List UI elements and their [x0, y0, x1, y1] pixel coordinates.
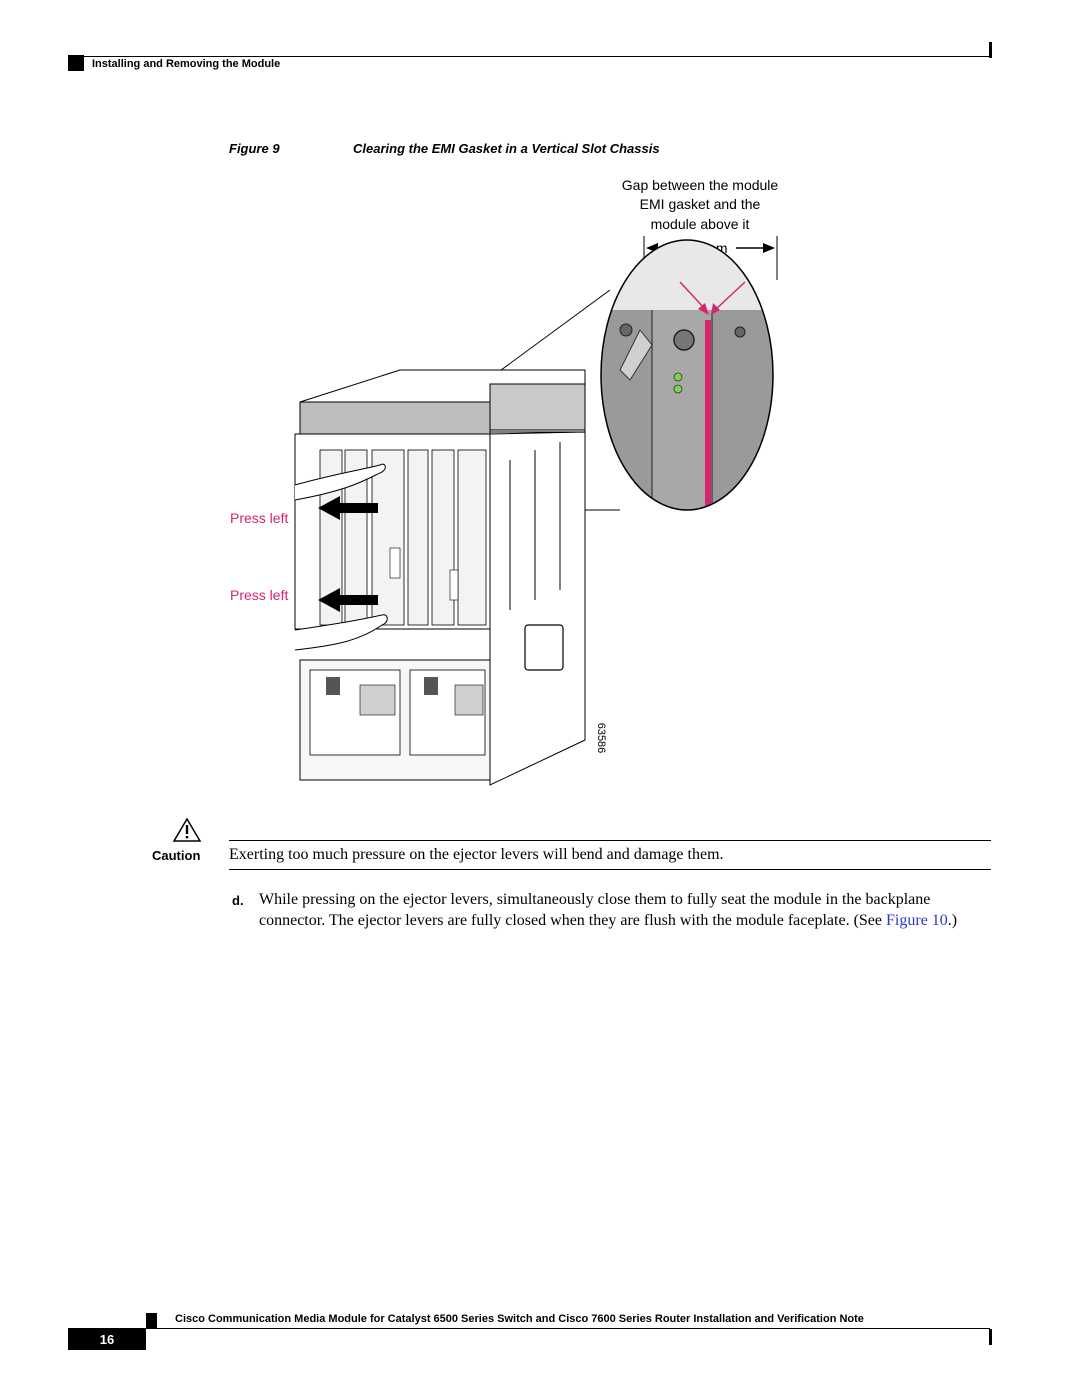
- figure-10-link[interactable]: Figure 10: [886, 912, 948, 929]
- art-number: 63586: [595, 723, 607, 754]
- chassis: [294, 369, 586, 786]
- footer-corner-mark: [989, 1329, 992, 1345]
- header-marker: [68, 55, 84, 71]
- magnified-detail: [600, 239, 774, 511]
- caution-icon: [172, 817, 202, 842]
- step-body: While pressing on the ejector levers, si…: [259, 891, 931, 929]
- page-number: 16: [68, 1329, 146, 1350]
- step-text: While pressing on the ejector levers, si…: [259, 889, 979, 931]
- gap-callout-line-1: Gap between the module: [622, 177, 779, 193]
- header-corner-mark: [989, 42, 992, 58]
- step-tail: .): [947, 912, 958, 929]
- footer-marker: [146, 1313, 157, 1329]
- caution-rule-top: [229, 840, 991, 841]
- gap-callout-line-3: module above it: [651, 216, 750, 232]
- caution-label: Caution: [152, 848, 201, 863]
- press-left-arrow-2: [318, 588, 378, 612]
- chassis-illustration: Gap between the module EMI gasket and th…: [230, 177, 779, 786]
- footer-rule: [68, 1328, 990, 1329]
- figure-label: Figure 9: [229, 141, 280, 156]
- header-rule: [68, 56, 990, 57]
- caution-text: Exerting too much pressure on the ejecto…: [229, 846, 724, 863]
- gap-callout-line-2: EMI gasket and the: [640, 196, 761, 212]
- press-left-label-1: Press left: [230, 510, 288, 526]
- step-letter: d.: [232, 893, 244, 908]
- figure-title: Clearing the EMI Gasket in a Vertical Sl…: [353, 141, 660, 156]
- footer-title: Cisco Communication Media Module for Cat…: [175, 1313, 864, 1325]
- section-title: Installing and Removing the Module: [92, 58, 281, 70]
- caution-rule-bottom: [229, 869, 991, 870]
- press-left-label-2: Press left: [230, 587, 288, 603]
- press-left-arrow-1: [318, 496, 378, 520]
